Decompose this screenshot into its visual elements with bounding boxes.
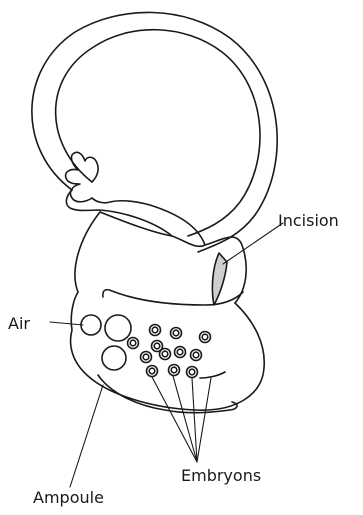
ampoule-leader: [70, 385, 103, 487]
ampoule-label: Ampoule: [33, 490, 104, 506]
oviduct-fold: [103, 290, 243, 305]
air-bubble: [81, 315, 101, 335]
embryons-label: Embryons: [181, 468, 261, 484]
incision-mark: [212, 253, 227, 305]
embryons-leader: [197, 378, 211, 462]
infundibulum-loop-inner: [56, 30, 260, 236]
oviduct-upper-inner: [100, 212, 205, 246]
embryo: [187, 367, 198, 378]
ampoule-tail: [200, 372, 225, 378]
air-leader: [50, 322, 83, 325]
embryo: [150, 325, 161, 336]
embryo: [141, 352, 152, 363]
embryons-leader: [192, 378, 197, 462]
embryo: [160, 349, 171, 360]
infundibulum-loop: [32, 12, 277, 252]
embryo-group: [128, 325, 211, 378]
air-label: Air: [8, 316, 30, 332]
embryo: [191, 350, 202, 361]
embryo: [175, 347, 186, 358]
embryo: [128, 338, 139, 349]
embryo: [200, 332, 211, 343]
embryo: [171, 328, 182, 339]
fimbriae-edge: [66, 190, 172, 236]
ampoule-body: [71, 292, 265, 410]
embryo: [147, 366, 158, 377]
embryo: [169, 365, 180, 376]
air-bubble: [102, 346, 126, 370]
incision-leader: [223, 223, 283, 264]
incision-label: Incision: [278, 213, 339, 229]
air-bubble: [105, 315, 131, 341]
embryons-leader: [173, 376, 197, 462]
embryons-leader: [152, 377, 197, 462]
